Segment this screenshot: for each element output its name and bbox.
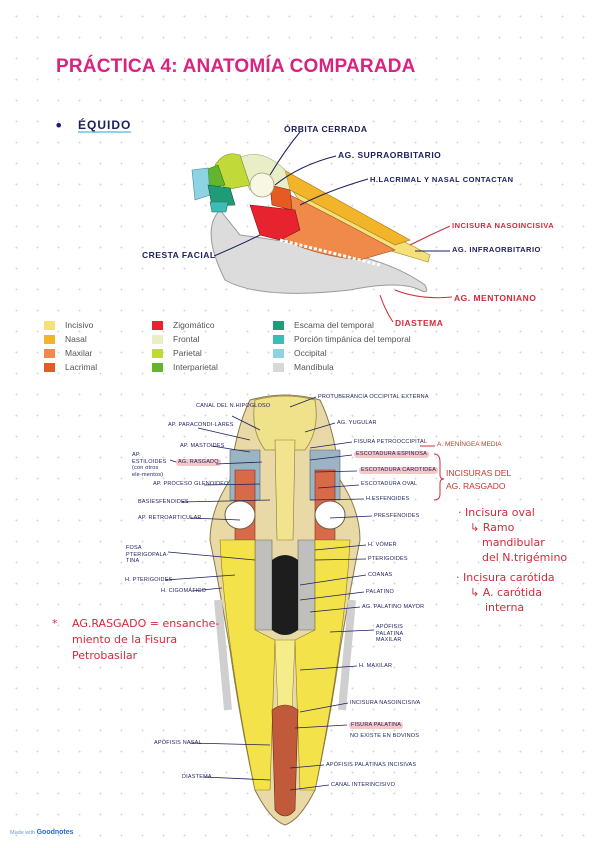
- label-ag-supraorbitario: AG. SUPRAORBITARIO: [338, 150, 442, 160]
- label-diastema-ventral: DIASTEMA: [182, 774, 212, 780]
- label-fisura-palatina: FISURA PALATINA: [349, 722, 404, 729]
- section-heading: ÉQUIDO: [78, 118, 132, 133]
- label-ag-yugular: AG. YUGULAR: [337, 420, 377, 426]
- legend-item: Occipital: [273, 348, 327, 358]
- label-apofisis-palatina-maxilar: APÓFISIS PALATINA MAXILAR: [376, 624, 404, 643]
- legend-swatch: [273, 348, 284, 358]
- note-incisura-oval: · Incisura oval: [458, 506, 535, 519]
- label-no-existe-bovinos: NO EXISTE EN BOVINOS: [350, 733, 420, 739]
- note-oval-sub3: del N.trigémino: [482, 551, 568, 564]
- note-rasgado-line3: Petrobasilar: [72, 649, 138, 662]
- note-oval-sub1: ↳ Ramo: [470, 521, 515, 534]
- legend-item: Zigomático: [152, 320, 215, 330]
- legend-swatch: [273, 334, 284, 344]
- legend-item: Incisivo: [44, 320, 93, 330]
- bone-color-legend: Incisivo Nasal Maxilar Lacrimal Zigomáti…: [44, 320, 564, 376]
- legend-item: Nasal: [44, 334, 87, 344]
- label-h-esfenoides: H.ESFENOIDES: [366, 496, 410, 502]
- legend-item: Escama del temporal: [273, 320, 374, 330]
- label-escotadura-oval: ESCOTADURA OVAL: [361, 481, 418, 487]
- label-palatino: PALATINO: [366, 589, 394, 595]
- label-pterigoides: PTERIGOIDES: [368, 556, 408, 562]
- label-mastoides: AP. MASTOIDES: [180, 443, 225, 449]
- label-h-maxilar: H. MAXILAR: [359, 663, 393, 669]
- label-cresta-facial: CRESTA FACIAL: [142, 250, 216, 260]
- legend-item: Parietal: [152, 348, 202, 358]
- note-rasgado-line2: miento de la Fisura: [72, 633, 178, 646]
- lateral-skull-illustration: [191, 153, 431, 294]
- legend-swatch: [44, 362, 55, 372]
- label-escotadura-espinosa: ESCOTADURA ESPINOSA: [354, 451, 429, 458]
- legend-swatch: [152, 334, 163, 344]
- label-incisura-nasoincisiva: INCISURA NASOINCISIVA: [452, 221, 555, 230]
- page-title: PRÁCTICA 4: ANATOMÍA COMPARADA: [56, 56, 416, 77]
- legend-item: Lacrimal: [44, 362, 97, 372]
- label-meningea-media: A. MENÍNGEA MEDIA: [437, 441, 502, 448]
- note-oval-sub2: mandibular: [482, 536, 545, 549]
- label-canal-interincisivo: CANAL INTERINCISIVO: [331, 782, 396, 788]
- note-rasgado-line1: AG.RASGADO = ensanche-: [72, 617, 220, 630]
- label-fosa-pterigopalatina: FOSA PTERIGOPALA-TINA: [126, 545, 169, 564]
- label-ag-infraorbitario: AG. INFRAORBITARIO: [452, 245, 541, 254]
- label-ag-rasgado: AG. RASGADO: [176, 459, 221, 466]
- legend-item: Maxilar: [44, 348, 92, 358]
- label-paracondilares: AP. PARACONDI-LARES: [168, 422, 234, 428]
- label-apofisis-nasal: APÓFISIS NASAL: [154, 740, 202, 746]
- label-presfenoides: PRESFENOIDES: [374, 513, 420, 519]
- note-carot-sub2: interna: [485, 601, 525, 614]
- label-h-cigomatico: H. CIGOMÁTICO: [161, 588, 207, 594]
- label-retroarticular: AP. RETROARTICULAR: [138, 515, 202, 521]
- legend-swatch: [273, 320, 284, 330]
- legend-item: Interparietal: [152, 362, 218, 372]
- label-h-pterigoides: H. PTERIGOIDES: [125, 577, 173, 583]
- note-asterisk: *: [52, 617, 58, 630]
- legend-swatch: [44, 348, 55, 358]
- label-lacrimal-nasal: H.LACRIMAL Y NASAL CONTACTAN: [370, 175, 514, 184]
- legend-swatch: [44, 320, 55, 330]
- label-ag-mentoniano: AG. MENTONIANO: [454, 293, 537, 303]
- label-orbita-cerrada: ÓRBITA CERRADA: [284, 124, 368, 134]
- legend-swatch: [152, 320, 163, 330]
- label-basiesfenoides: BASIESFENOIDES: [138, 499, 189, 505]
- legend-swatch: [152, 348, 163, 358]
- label-canal-hipogloso: CANAL DEL N.HIPOGLOSO: [196, 403, 271, 409]
- note-carot-sub1: ↳ A. carótida: [470, 586, 542, 599]
- legend-swatch: [273, 362, 284, 372]
- legend-swatch: [152, 362, 163, 372]
- label-protuberancia-occipital: PROTUBERANCIA OCCIPITAL EXTERNA: [318, 394, 429, 400]
- note-incisura-carotida: · Incisura carótida: [456, 571, 555, 584]
- ventral-skull-illustration: [209, 394, 361, 826]
- label-fisura-petrooccipital: FISURA PETROOCCIPITAL: [354, 439, 428, 445]
- label-incisuras-line2: AG. RASGADO: [446, 481, 506, 491]
- goodnotes-watermark: Made with Goodnotes: [10, 829, 74, 836]
- legend-item: Frontal: [152, 334, 199, 344]
- label-proceso-glenoideo: AP. PROCESO GLENOIDEO: [153, 481, 229, 487]
- label-estiloides: AP. ESTILOIDES (con otros ele-mentos): [132, 452, 167, 478]
- label-diastema-lateral: DIASTEMA: [395, 318, 444, 328]
- label-ag-palatino-mayor: AG. PALATINO MAYOR: [362, 604, 425, 610]
- label-incisuras-line1: INCISURAS DEL: [446, 468, 512, 478]
- label-coanas: COANAS: [368, 572, 393, 578]
- label-incisura-nasoincisiva-ventral: INCISURA NASOINCISIVA: [350, 700, 421, 706]
- legend-item: Porción timpánica del temporal: [273, 334, 411, 344]
- legend-swatch: [44, 334, 55, 344]
- label-escotadura-carotidea: ESCOTADURA CAROTIDEA: [359, 467, 439, 474]
- legend-item: Mandíbula: [273, 362, 334, 372]
- section-bullet: •: [54, 116, 64, 135]
- label-h-vomer: H. VÓMER: [368, 542, 397, 548]
- label-apofisis-palatinas-incisivas: APÓFISIS PALATINAS INCISIVAS: [326, 762, 417, 768]
